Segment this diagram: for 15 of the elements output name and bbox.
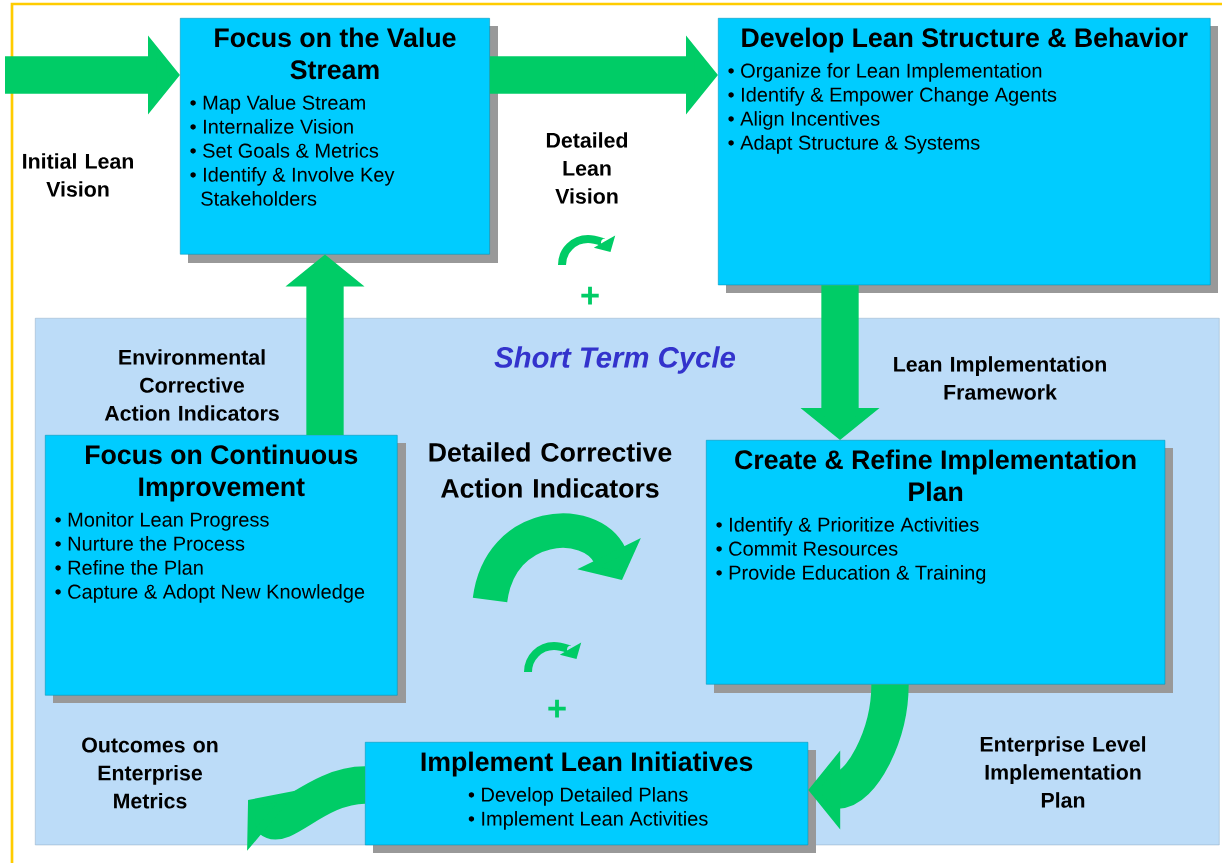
cycle-label: Detailed Corrective Action Indicators [429, 442, 672, 498]
edge-label: Enterprise Level Implementation Plan [980, 736, 1146, 808]
plus-sign: + [548, 699, 566, 718]
block-arrow [247, 766, 367, 851]
edge-label: Environmental Corrective Action Indicators [104, 349, 279, 421]
edge-label: Detailed Lean Vision [546, 132, 628, 204]
process-box: Create & Refine Implementation Plan • Identify & Prioritize Activities • Commit Resources • Provide Education & Training [706, 440, 1173, 693]
edge-label: Initial Lean Vision [23, 153, 133, 197]
process-box: Focus on the Value Stream • Map Value Stream • Internalize Vision • Set Goals & Metrics • Identify & Involve Key Stakeholders [180, 18, 498, 263]
edge-label: Lean Implementation Framework [894, 356, 1106, 400]
process-box: Implement Lean Initiatives • Develop Detailed Plans • Implement Lean Activities [365, 742, 816, 853]
process-box: Develop Lean Structure & Behavior • Organize for Lean Implementation • Identify & Empower Change Agents • Align Incentives • Adapt Structure & Systems [718, 18, 1218, 293]
process-box: Focus on Continuous Improvement • Monitor Lean Progress • Nurture the Process • Refine the Plan • Capture & Adopt New Knowledge [45, 435, 406, 703]
edge-label: Outcomes on Enterprise Metrics [82, 737, 218, 809]
plus-sign: + [581, 286, 599, 305]
